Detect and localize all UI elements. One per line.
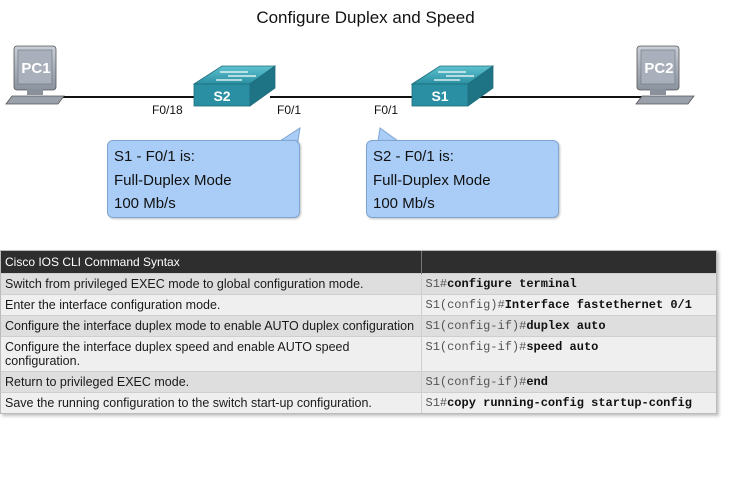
s2-label: S2	[213, 88, 230, 104]
row-command: S1(config-if)#speed auto	[420, 336, 716, 372]
cli-command: duplex auto	[526, 319, 606, 333]
table-header: Cisco IOS CLI Command Syntax	[1, 251, 421, 274]
command-syntax-table: Cisco IOS CLI Command Syntax Switch from…	[0, 250, 717, 414]
cli-command: configure terminal	[447, 277, 577, 291]
cli-command: copy running-config startup-config	[447, 396, 692, 410]
cli-command: speed auto	[526, 340, 599, 354]
callout-s1-status: S1 - F0/1 is: Full-Duplex Mode 100 Mb/s	[107, 140, 300, 218]
pc2-icon	[635, 45, 695, 105]
cli-prompt: S1(config-if)#	[425, 340, 527, 354]
cli-prompt: S1(config-if)#	[425, 375, 527, 389]
port-s1-f0-1: F0/1	[374, 103, 399, 117]
row-description: Configure the interface duplex mode to e…	[1, 315, 421, 337]
callout-line: Full-Duplex Mode	[373, 171, 491, 189]
row-command: S1(config)#Interface fastethernet 0/1	[420, 294, 716, 316]
pc2-label: PC2	[644, 60, 673, 77]
callout-line: S2 - F0/1 is:	[373, 148, 454, 165]
callout-line: 100 Mb/s	[114, 195, 176, 212]
pc1-label: PC1	[21, 60, 50, 77]
row-description: Save the running configuration to the sw…	[1, 392, 421, 413]
callout-s2-status: S2 - F0/1 is: Full-Duplex Mode 100 Mb/s	[366, 140, 559, 218]
cli-prompt: S1#	[425, 396, 448, 410]
port-s2-f0-18: F0/18	[152, 103, 183, 117]
callout-line: 100 Mb/s	[373, 195, 435, 212]
cli-command: end	[526, 375, 548, 389]
table-row: Switch from privileged EXEC mode to glob…	[1, 273, 716, 295]
port-s2-f0-1: F0/1	[277, 103, 302, 117]
row-description: Switch from privileged EXEC mode to glob…	[1, 273, 421, 295]
cli-prompt: S1(config)#	[425, 298, 505, 312]
row-description: Configure the interface duplex speed and…	[1, 336, 421, 372]
table-row: Configure the interface duplex mode to e…	[1, 315, 716, 337]
table-row: Configure the interface duplex speed and…	[1, 336, 716, 372]
table-row: Return to privileged EXEC mode. S1(confi…	[1, 371, 716, 393]
cli-prompt: S1(config-if)#	[425, 319, 527, 333]
row-command: S1#copy running-config startup-config	[420, 392, 716, 413]
cli-command: Interface fastethernet 0/1	[504, 298, 692, 312]
diagram-title: Configure Duplex and Speed	[256, 8, 475, 27]
table-header-command	[420, 251, 716, 274]
table-header-row: Cisco IOS CLI Command Syntax	[1, 251, 716, 274]
row-description: Return to privileged EXEC mode.	[1, 371, 421, 393]
row-command: S1(config-if)#duplex auto	[420, 315, 716, 337]
callout-line: S1 - F0/1 is:	[114, 148, 195, 165]
switch-s1-icon	[410, 65, 495, 107]
row-description: Enter the interface configuration mode.	[1, 294, 421, 316]
callout-line: Full-Duplex Mode	[114, 171, 232, 189]
switch-s2-icon	[192, 65, 277, 107]
row-command: S1#configure terminal	[420, 273, 716, 295]
pc1-icon	[5, 45, 65, 105]
network-topology: PC1 PC2 S2 S1	[5, 45, 695, 142]
row-command: S1(config-if)#end	[420, 371, 716, 393]
cli-prompt: S1#	[425, 277, 448, 291]
table-row: Save the running configuration to the sw…	[1, 392, 716, 413]
s1-label: S1	[431, 88, 448, 104]
table-row: Enter the interface configuration mode. …	[1, 294, 716, 316]
